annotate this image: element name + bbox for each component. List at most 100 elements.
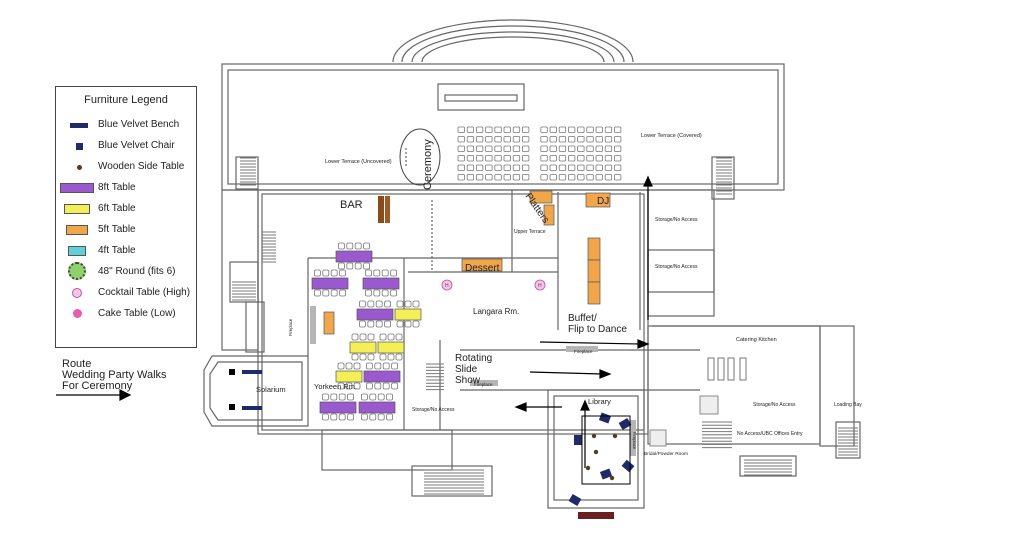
dessert-table [461, 258, 503, 272]
chair [363, 242, 371, 250]
table-8ft [358, 401, 396, 414]
chair [367, 320, 375, 328]
chair [390, 269, 398, 277]
ceremony-chair [466, 145, 475, 152]
table-8ft [362, 277, 400, 290]
chair [321, 393, 329, 401]
ceremony-chair [568, 126, 576, 133]
cocktail-table-mark: H [445, 283, 449, 289]
bar-counter [378, 196, 384, 223]
wooden-side-table [585, 465, 591, 471]
ceremony-chair [558, 164, 567, 171]
label-library: Library [588, 397, 611, 406]
ceremony-chair [512, 164, 521, 171]
route-arrow-buffet [539, 341, 641, 345]
ceremony-chair [466, 136, 475, 143]
chair [367, 333, 375, 341]
ceremony-chair [512, 174, 521, 181]
ceremony-chair [540, 164, 548, 171]
chair [364, 269, 372, 277]
label-yorkeen: Yorkeen Rm. [314, 382, 357, 391]
label-fireplace-1: Fireplace [574, 349, 593, 354]
ceremony-chair [540, 126, 548, 133]
chair [347, 393, 355, 401]
ceremony-chair [595, 164, 603, 171]
stairs [232, 157, 858, 495]
dining-table-set [394, 300, 422, 328]
ceremony-chair [512, 136, 521, 143]
label-dj: DJ [597, 196, 609, 207]
kitchen-counter [707, 357, 715, 381]
ceremony-chair [494, 164, 502, 171]
ceremony-chair [549, 155, 557, 162]
chair [386, 413, 394, 421]
wooden-side-table [609, 475, 615, 481]
ceremony-chair [577, 136, 585, 143]
chair [386, 393, 394, 401]
buffet-table [587, 259, 601, 283]
chair [387, 333, 395, 341]
dining-table-set [363, 362, 401, 390]
ceremony-chair [466, 174, 475, 181]
chair [354, 262, 362, 270]
route-note-line-2: Wedding Party Walks [62, 369, 167, 381]
bar-counter [385, 196, 390, 223]
ceremony-chair [512, 126, 521, 133]
ceremony-chair [522, 145, 530, 152]
chair [365, 362, 373, 370]
library-rug [581, 415, 631, 485]
chair [339, 269, 347, 277]
ceremony-chair [540, 145, 548, 152]
chair [365, 382, 373, 390]
cocktail-table: H [441, 279, 453, 291]
table-8ft [363, 370, 401, 383]
buffet-table [587, 281, 601, 305]
dj-table [585, 192, 611, 208]
ceremony-chair [494, 145, 502, 152]
ceremony-chair [475, 174, 484, 181]
ceremony-chair [485, 155, 493, 162]
label-storage-4: Storage/No Access [753, 402, 796, 408]
kitchen-counter [727, 357, 735, 381]
chair [354, 242, 362, 250]
ceremony-chair [558, 145, 567, 152]
ceremony-chair [475, 164, 484, 171]
chair [374, 362, 382, 370]
room-labels: Lower Terrace (Uncovered) Ceremony Lower… [256, 133, 862, 457]
legend-item: 6ft Table [56, 201, 196, 219]
chair [351, 353, 359, 361]
ceremony-chair [568, 145, 576, 152]
ceremony-chair [577, 155, 585, 162]
label-offices: No Access/UBC Offices Entry [737, 431, 803, 437]
ceremony-chair [475, 136, 484, 143]
legend-item: 8ft Table [56, 180, 196, 198]
chair [367, 300, 375, 308]
velvet-chair [599, 468, 613, 480]
chair [353, 362, 361, 370]
cocktail-table-swatch [72, 288, 82, 298]
label-storage-2: Storage/No Access [655, 264, 698, 270]
ceremony-chair [494, 136, 502, 143]
label-catering: Catering Kitchen [736, 337, 777, 343]
ceremony-chair [540, 155, 548, 162]
chair [367, 353, 375, 361]
fireplace [470, 380, 498, 386]
chair [381, 269, 389, 277]
label-solarium: Solarium [256, 385, 286, 394]
ceremony-chair [549, 126, 557, 133]
label-dessert: Dessert [465, 263, 500, 274]
chair [382, 362, 390, 370]
label-buffet: Buffet/ [568, 313, 597, 324]
chair [396, 320, 404, 328]
dining-table-set [358, 393, 396, 421]
chair [377, 393, 385, 401]
ceremony-chair [485, 164, 493, 171]
table-5ft-swatch [66, 225, 88, 235]
velvet-bench [242, 370, 262, 374]
ceremony-chair [614, 126, 622, 133]
ceremony-chair [475, 155, 484, 162]
ceremony-chair [457, 145, 465, 152]
chair [390, 289, 398, 297]
ceremony-chair [457, 136, 465, 143]
table-6ft-swatch [64, 204, 90, 214]
